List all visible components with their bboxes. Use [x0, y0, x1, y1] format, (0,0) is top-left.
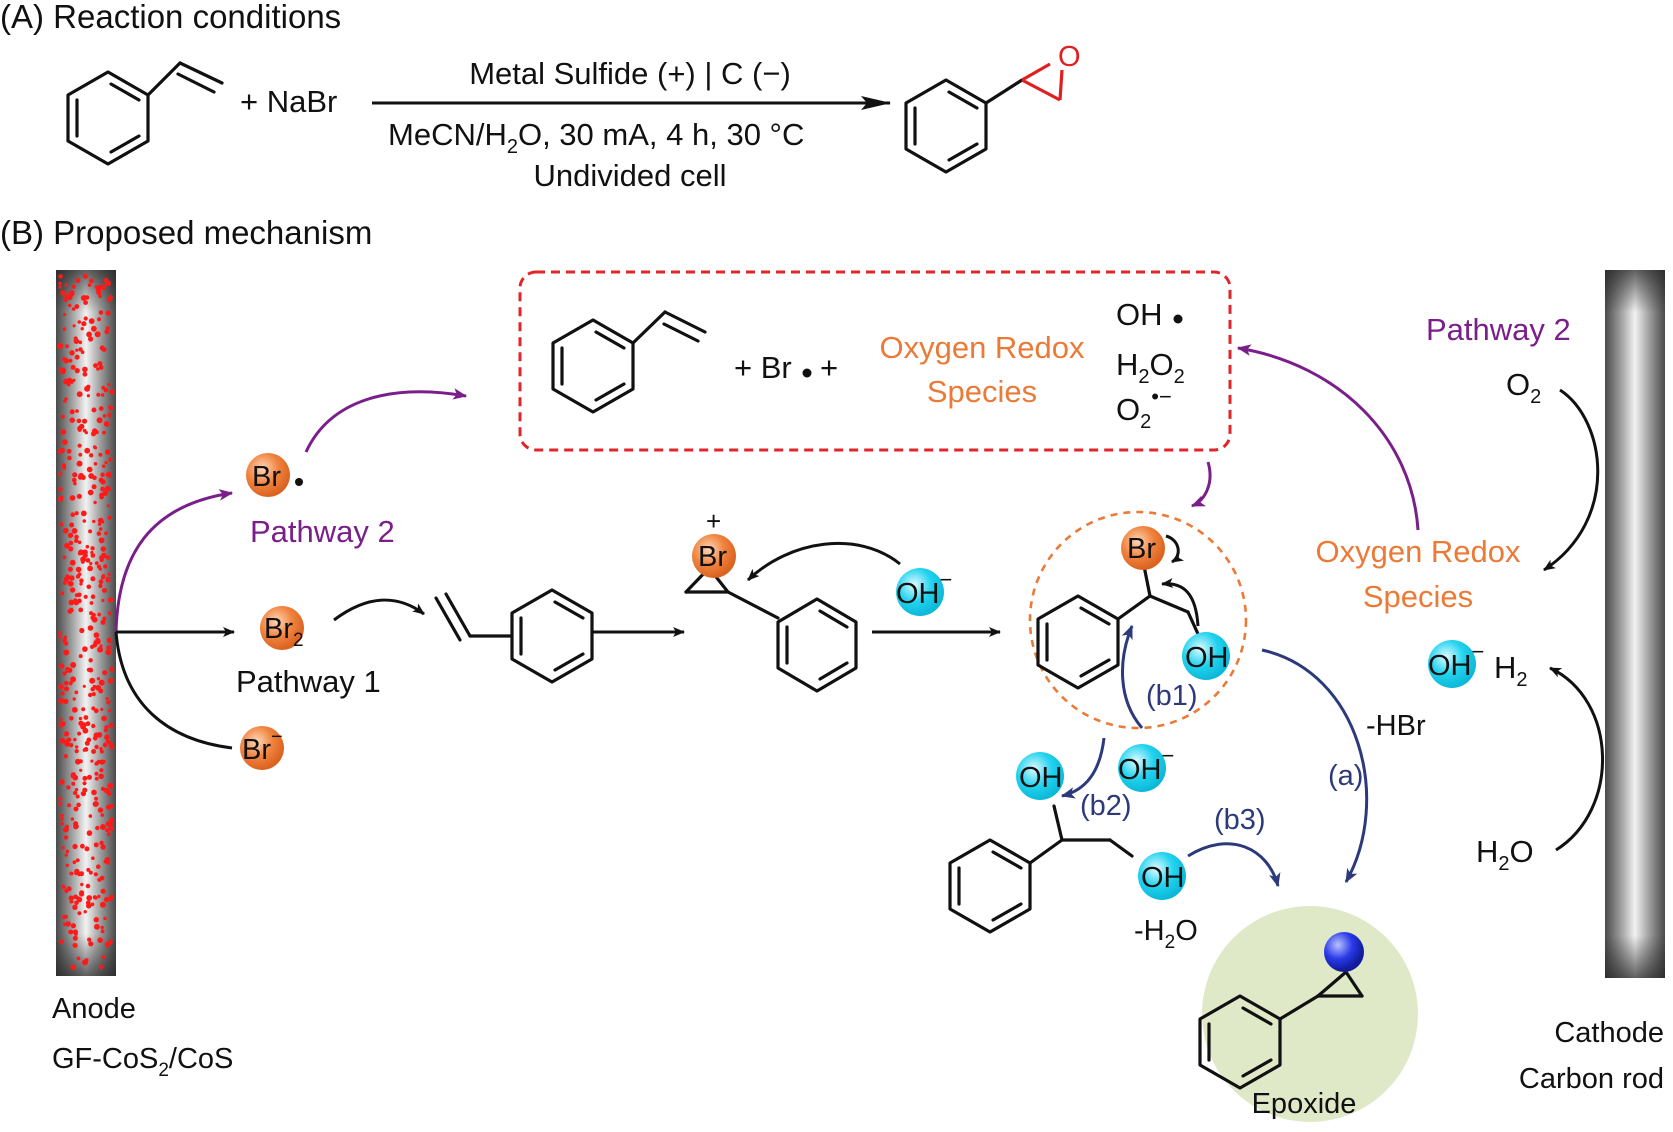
arrow-redox-species-to-box — [1236, 344, 1420, 531]
box-oh-radical: OH — [1116, 297, 1163, 332]
pathway-2-left: Pathway 2 — [250, 514, 395, 549]
arrow-anode-to-br-radical — [114, 489, 234, 633]
cathode-material: Carbon rod — [1519, 1063, 1664, 1095]
epoxide-label: Epoxide — [1252, 1088, 1357, 1120]
cathode-electrode — [1605, 270, 1665, 978]
arrow-b1 — [1121, 624, 1144, 729]
oh-minus-label-2: OH− — [1118, 743, 1174, 786]
arrow-box-to-bromohydrin — [1190, 461, 1212, 508]
br-minus-label: Br− — [242, 726, 283, 766]
box-oxygen-redox-line2: Species — [927, 374, 1037, 409]
styrene-reactant — [66, 61, 224, 166]
anode-material: GF-CoS2/CoS — [52, 1043, 233, 1081]
cathode-label: Cathode — [1554, 1017, 1664, 1049]
bromonium-plus: + — [706, 506, 721, 536]
oh-minus-label-1: OH− — [896, 567, 952, 610]
radical-species-box — [518, 270, 1232, 452]
anode-label: Anode — [52, 993, 136, 1025]
diol-oh-ball-2 — [1138, 852, 1186, 900]
bromohydrin-oh-ball — [1182, 632, 1230, 680]
oxygen-redox-right-line1: Oxygen Redox — [1315, 534, 1521, 569]
oh-minus-cathode-label: OH− — [1428, 639, 1484, 682]
arrow-br2-to-styrene — [333, 598, 425, 622]
above-arrow-conditions: Metal Sulfide (+) | C (−) — [469, 56, 791, 91]
arrow-water-reduction — [1549, 666, 1605, 852]
bromonium-ion — [684, 566, 858, 693]
oxygen-redox-right-line2: Species — [1363, 579, 1473, 614]
bromohydrin-oh-label: OH — [1185, 642, 1229, 674]
bromohydrin — [1036, 564, 1200, 690]
box-plus-br: + Br — [734, 350, 792, 385]
box-superoxide: O2•− — [1116, 384, 1172, 433]
oh-minus-ball-1 — [896, 568, 944, 616]
bromonium-br-label: Br — [698, 541, 727, 573]
bromonium-br-ball — [692, 534, 736, 578]
h2o-label: H2O — [1476, 834, 1534, 875]
diol-oh-label-2: OH — [1141, 862, 1185, 894]
arrow-b3 — [1187, 842, 1281, 888]
box-plus: + — [820, 350, 838, 385]
br-minus-ball — [240, 726, 284, 770]
arrow-oh-attack-bromonium — [746, 541, 901, 582]
box-oxygen-redox-line1: Oxygen Redox — [879, 330, 1085, 365]
undivided-cell-label: Undivided cell — [534, 158, 727, 193]
anode-electrode — [56, 270, 116, 976]
arrow-a — [1261, 648, 1369, 884]
br-radical-ball — [246, 453, 290, 497]
arrow-br-radical-to-box — [304, 388, 468, 453]
o2-label: O2 — [1506, 367, 1541, 408]
epoxide-oxygen: O — [1058, 41, 1081, 73]
box-oh-radical-dot — [1173, 314, 1183, 324]
label-b3: (b3) — [1214, 804, 1266, 836]
styrene-oxide-product — [904, 62, 1064, 174]
br2-label: Br2 — [264, 613, 304, 651]
box-br-radical-dot — [802, 368, 812, 378]
box-h2o2: H2O2 — [1116, 347, 1185, 388]
label-a: (a) — [1328, 760, 1363, 792]
bromohydrin-br-label: Br — [1127, 533, 1156, 565]
epoxide-product — [1198, 970, 1364, 1090]
below-arrow-conditions: MeCN/H2O, 30 mA, 4 h, 30 °C — [388, 117, 804, 158]
bromohydrin-highlight-circle — [1028, 510, 1248, 730]
label-b2: (b2) — [1080, 790, 1132, 822]
pathway-2-right: Pathway 2 — [1426, 312, 1571, 347]
oh-minus-ball-cathode — [1428, 640, 1476, 688]
epoxide-oxygen-ball — [1324, 932, 1364, 972]
diol — [948, 804, 1134, 934]
anode-catalyst-dots — [57, 273, 115, 970]
br2-ball — [260, 606, 304, 650]
section-b-title: (B) Proposed mechanism — [0, 214, 372, 251]
diol-oh-label-1: OH — [1019, 762, 1063, 794]
pathway-1-label: Pathway 1 — [236, 664, 381, 699]
arrow-oh-intramolecular — [1161, 578, 1200, 627]
diol-oh-ball-1 — [1016, 752, 1064, 800]
br-radical-label: Br — [252, 461, 281, 493]
minus-hbr-label: -HBr — [1366, 710, 1426, 742]
bromohydrin-br-ball — [1121, 526, 1165, 570]
arrow-o2-reduction — [1543, 388, 1600, 572]
styrene-mechanism — [434, 588, 594, 684]
label-b1: (b1) — [1146, 680, 1198, 712]
plus-nabr: + NaBr — [240, 84, 337, 119]
h2-label: H2 — [1494, 650, 1528, 691]
br-radical-dot — [295, 478, 303, 486]
arrow-br-leaving — [1165, 534, 1185, 564]
arrow-br-minus-to-anode — [114, 631, 233, 750]
arrow-b2 — [1060, 737, 1106, 799]
minus-h2o-label: -H2O — [1134, 915, 1198, 953]
oh-minus-ball-2 — [1118, 744, 1166, 792]
section-a-title: (A) Reaction conditions — [0, 0, 341, 35]
box-styrene — [551, 310, 707, 414]
